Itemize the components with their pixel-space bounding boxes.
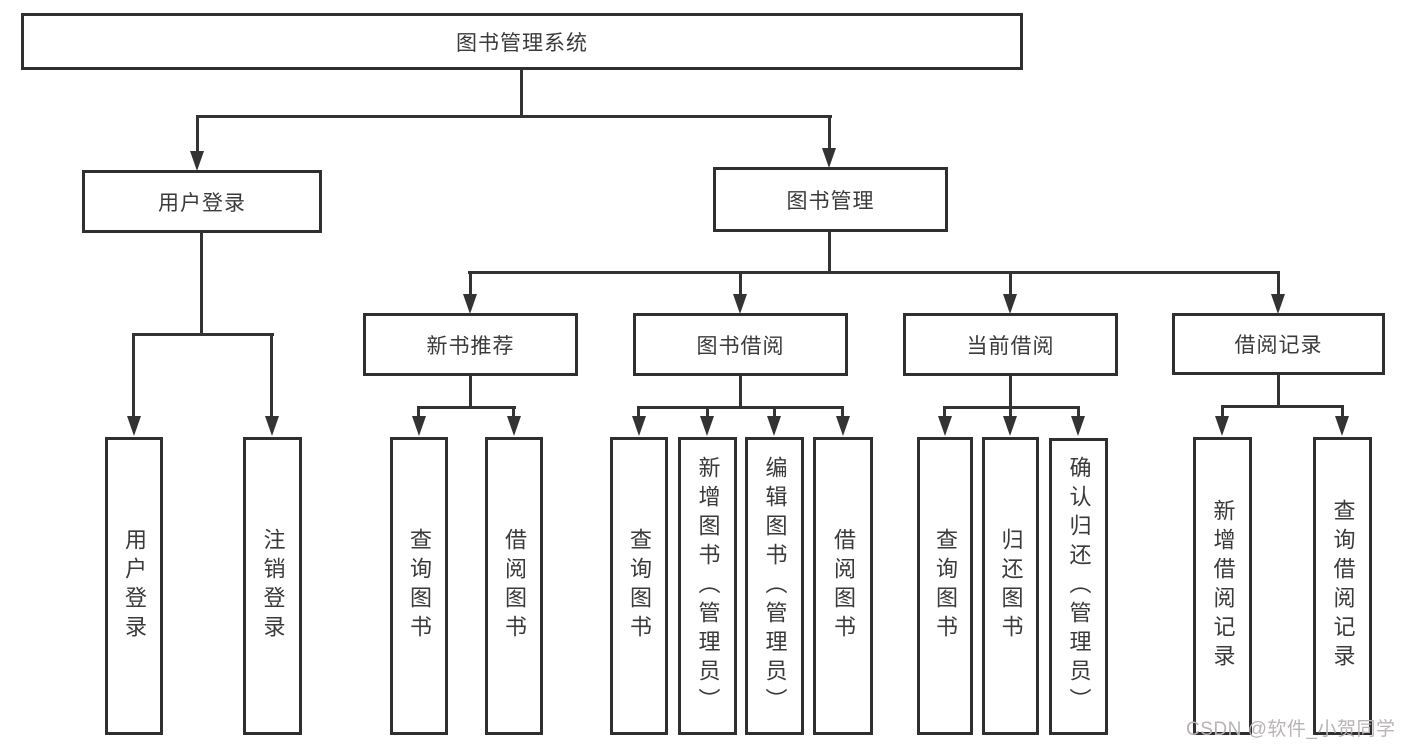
- connector-line: [417, 406, 516, 409]
- arrowhead-icon: [1271, 294, 1285, 314]
- arrowhead-icon: [190, 151, 204, 171]
- arrowhead-icon: [127, 416, 141, 436]
- leaf-query-books-current: 查询图书: [917, 437, 973, 735]
- leaf-query-books-recommend: 查询图书: [390, 437, 448, 735]
- leaf-query-books-current-label: 查询图书: [933, 528, 958, 644]
- connector-line: [132, 333, 274, 336]
- connector-line: [1009, 376, 1012, 409]
- connector-line: [468, 271, 1280, 274]
- node-current-borrow-label: 当前借阅: [966, 334, 1055, 358]
- arrowhead-icon: [1335, 416, 1349, 436]
- csdn-watermark: CSDN @软件_小贺同学: [1186, 719, 1396, 740]
- connector-line: [637, 406, 640, 418]
- leaf-add-book-admin-label: 新增图书（管理员）: [695, 455, 721, 717]
- leaf-logout-label: 注销登录: [260, 528, 286, 644]
- leaf-add-borrow-record-label: 新增借阅记录: [1210, 499, 1236, 673]
- leaf-query-borrow-record-label: 查询借阅记录: [1330, 499, 1356, 673]
- node-root: 图书管理系统: [21, 13, 1023, 70]
- leaf-query-books-recommend-label: 查询图书: [407, 528, 432, 644]
- connector-line: [1221, 405, 1224, 418]
- arrowhead-icon: [1071, 416, 1085, 436]
- node-book-borrow-label: 图书借阅: [696, 334, 785, 358]
- connector-line: [469, 271, 472, 296]
- connector-line: [132, 333, 135, 417]
- connector-line: [1277, 271, 1280, 296]
- connector-line: [520, 70, 523, 116]
- arrowhead-icon: [507, 416, 521, 436]
- arrowhead-icon: [822, 148, 836, 168]
- node-user-login: 用户登录: [82, 170, 322, 233]
- leaf-borrow-books: 借阅图书: [813, 437, 873, 735]
- node-root-label: 图书管理系统: [456, 31, 588, 55]
- arrowhead-icon: [836, 416, 850, 436]
- connector-line: [469, 376, 472, 409]
- node-borrow-records-label: 借阅记录: [1234, 334, 1323, 357]
- arrowhead-icon: [733, 294, 747, 314]
- leaf-borrow-books-label: 借阅图书: [831, 528, 856, 644]
- connector-line: [270, 333, 273, 417]
- connector-line: [196, 115, 199, 152]
- leaf-user-login-label: 用户登录: [122, 528, 147, 644]
- connector-line: [739, 271, 742, 296]
- connector-line: [1009, 406, 1012, 418]
- node-current-borrow: 当前借阅: [903, 313, 1118, 376]
- arrowhead-icon: [412, 416, 426, 436]
- connector-line: [512, 406, 515, 418]
- arrowhead-icon: [632, 416, 646, 436]
- node-book-management-label: 图书管理: [786, 189, 875, 213]
- connector-line: [841, 406, 844, 418]
- connector-line: [773, 406, 776, 418]
- node-user-login-label: 用户登录: [158, 191, 246, 215]
- arrowhead-icon: [700, 416, 714, 436]
- connector-line: [1341, 405, 1344, 418]
- leaf-borrow-books-recommend-label: 借阅图书: [502, 528, 527, 644]
- leaf-confirm-return-admin: 确认归还（管理员）: [1049, 438, 1108, 735]
- leaf-query-books-borrow: 查询图书: [610, 437, 668, 735]
- arrowhead-icon: [938, 416, 952, 436]
- leaf-user-login: 用户登录: [105, 437, 163, 735]
- arrowhead-icon: [1003, 294, 1017, 314]
- connector-line: [828, 115, 831, 149]
- leaf-query-borrow-record: 查询借阅记录: [1313, 437, 1372, 735]
- connector-line: [1077, 406, 1080, 418]
- node-book-borrow: 图书借阅: [633, 313, 848, 376]
- connector-line: [200, 232, 203, 334]
- node-new-book-recommend-label: 新书推荐: [426, 334, 515, 358]
- connector-line: [706, 406, 709, 418]
- leaf-query-books-borrow-label: 查询图书: [627, 528, 652, 644]
- arrowhead-icon: [1003, 416, 1017, 436]
- connector-line: [1277, 375, 1280, 407]
- leaf-add-borrow-record: 新增借阅记录: [1193, 437, 1252, 735]
- arrowhead-icon: [767, 416, 781, 436]
- connector-line: [196, 115, 832, 118]
- connector-line: [943, 406, 946, 418]
- connector-line: [417, 406, 420, 418]
- node-borrow-records: 借阅记录: [1172, 313, 1385, 375]
- leaf-edit-book-admin: 编辑图书（管理员）: [745, 437, 804, 735]
- leaf-borrow-books-recommend: 借阅图书: [485, 437, 543, 735]
- arrowhead-icon: [463, 294, 477, 314]
- arrowhead-icon: [1215, 416, 1229, 436]
- arrowhead-icon: [265, 416, 279, 436]
- connector-line: [828, 231, 831, 274]
- node-new-book-recommend: 新书推荐: [363, 313, 578, 376]
- leaf-logout: 注销登录: [243, 437, 302, 735]
- connector-line: [739, 376, 742, 409]
- leaf-return-book: 归还图书: [982, 437, 1039, 735]
- connector-line: [637, 406, 844, 409]
- leaf-edit-book-admin-label: 编辑图书（管理员）: [762, 455, 788, 717]
- leaf-add-book-admin: 新增图书（管理员）: [678, 437, 737, 735]
- connector-line: [1009, 271, 1012, 296]
- leaf-confirm-return-admin-label: 确认归还（管理员）: [1066, 456, 1092, 717]
- leaf-return-book-label: 归还图书: [998, 528, 1024, 644]
- node-book-management: 图书管理: [713, 167, 948, 232]
- connector-line: [1221, 405, 1344, 408]
